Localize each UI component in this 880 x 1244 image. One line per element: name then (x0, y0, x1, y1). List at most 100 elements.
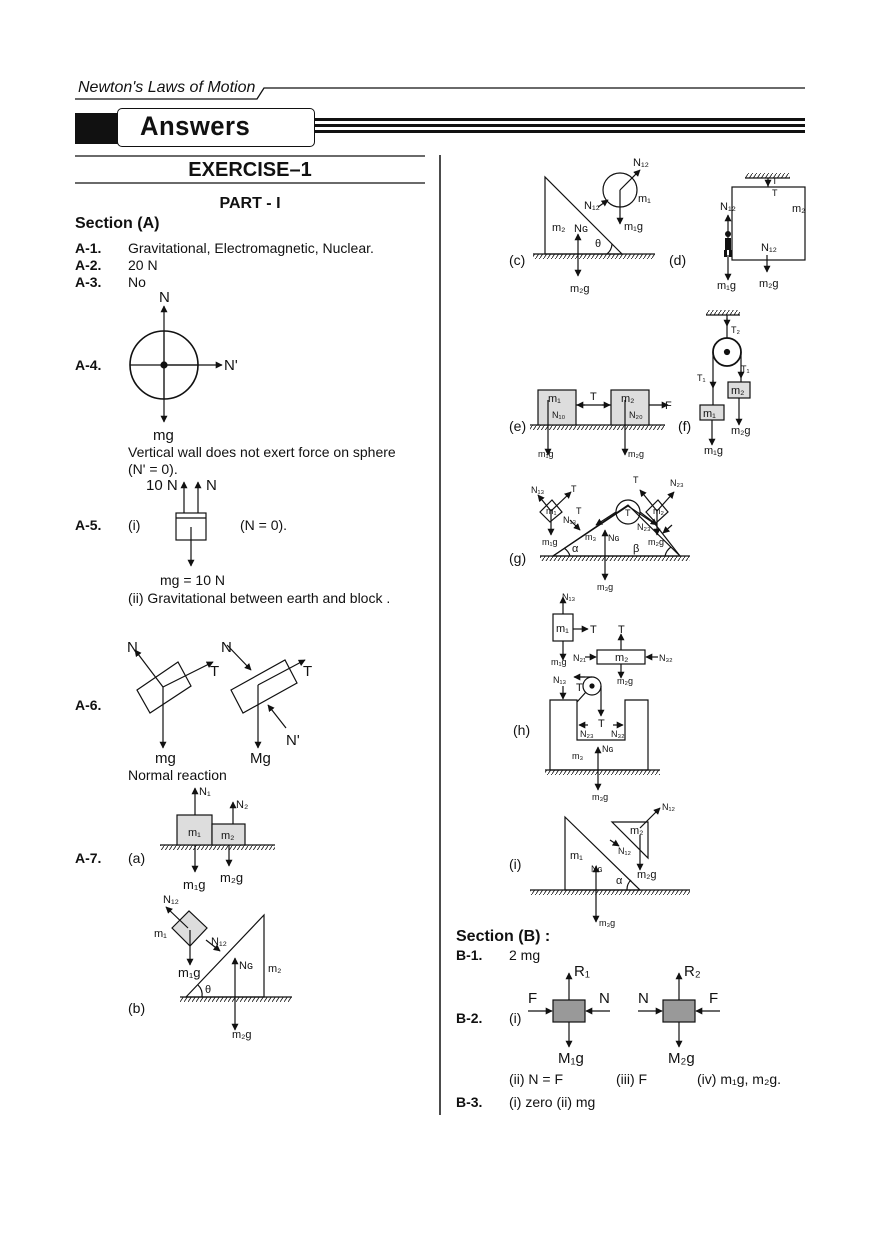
fig-h-mark: m₁g (551, 657, 567, 667)
a3-answer: No (128, 274, 146, 290)
fig-i-mark: m₂g (637, 869, 657, 881)
fig-f-mark: m₂ (731, 385, 744, 397)
fig-a6-label: T (303, 663, 312, 680)
fig-d-mark: T (772, 176, 778, 186)
fig-a7b-label: θ (205, 984, 211, 996)
fig-b2-label: F (709, 990, 718, 1007)
a1-label: A-1. (75, 240, 102, 256)
banner-stripe (314, 118, 805, 121)
b2-part-ii: (ii) N = F (509, 1071, 564, 1087)
fig-c-mark: θ (595, 238, 601, 250)
banner-stripe (314, 124, 805, 127)
a5-part-i: (i) (128, 517, 141, 533)
b2-part-iii: (iii) F (616, 1071, 648, 1087)
fig-h-mark: T (598, 718, 605, 730)
fig-f-label: (f) (678, 418, 692, 434)
fig-d-mark: m₂ (792, 203, 805, 215)
fig-b2-label: F (528, 990, 537, 1007)
fig-d-mark: m₁g (717, 280, 736, 292)
figure-d (724, 173, 806, 281)
fig-a7a-label: m₁ (188, 827, 201, 839)
a7-label: A-7. (75, 850, 102, 866)
fig-g-mark: T (633, 475, 639, 485)
fig-g-mark: m₃g (597, 582, 613, 592)
figure-e (530, 389, 669, 456)
fig-f-mark: T₁ (741, 364, 750, 374)
banner-stripe (314, 130, 805, 133)
fig-a7b-label: N₁₂ (211, 936, 227, 948)
fig-i-mark: m₃g (599, 918, 615, 928)
chapter-underline (75, 87, 805, 100)
fig-f-mark: m₂g (731, 425, 751, 437)
figure-a7a (160, 787, 275, 873)
answers-title: Answers (140, 111, 251, 141)
figure-h (545, 596, 660, 791)
fig-d-mark: T (772, 188, 778, 198)
chapter-title: Newton's Laws of Motion (78, 79, 256, 96)
fig-a4-label: N (159, 289, 170, 306)
fig-h-mark: m₃g (592, 792, 608, 802)
fig-a7b-label: N₁₂ (163, 894, 179, 906)
fig-h-mark: N₂₃ (580, 729, 594, 739)
fig-d-mark: N₁₂ (761, 242, 777, 254)
fig-i-mark: α (616, 875, 623, 887)
fig-a6-label: N (221, 639, 232, 656)
a4-label: A-4. (75, 357, 102, 373)
fig-a4-label: N' (224, 357, 238, 374)
a5-part-ii: (ii) Gravitational between earth and blo… (128, 590, 391, 606)
fig-d-mark: N₁₂ (720, 201, 736, 213)
fig-a7a-label: N₁ (199, 786, 211, 798)
fig-b2-label: R₁ (574, 963, 590, 980)
fig-g-mark: m₁g (542, 537, 558, 547)
fig-c-mark: m₁g (624, 221, 643, 233)
fig-g-mark: T (625, 508, 631, 518)
fig-h-mark: T (618, 624, 625, 636)
fig-h-mark: Nɢ (602, 744, 614, 754)
b3-label: B-3. (456, 1094, 483, 1110)
fig-c-mark: N₁₂ (633, 157, 649, 169)
a4-note-line1: Vertical wall does not exert force on sp… (128, 444, 396, 460)
fig-g-mark: T (571, 484, 577, 494)
part-title: PART - I (219, 195, 281, 212)
figure-c (533, 169, 655, 277)
b3-answer: (i) zero (ii) mg (509, 1094, 596, 1110)
b2-label: B-2. (456, 1010, 483, 1026)
fig-a7a-label: N₂ (236, 799, 248, 811)
fig-i-mark: m₁ (570, 850, 583, 862)
fig-e-mark: m₁g (538, 449, 554, 459)
figure-b2 (528, 972, 720, 1048)
fig-a6-label: N' (286, 732, 300, 749)
fig-a6-label: N (127, 639, 138, 656)
fig-a7b-label: m₂g (232, 1029, 252, 1041)
fig-a7a-label: m₂g (220, 870, 243, 885)
fig-h-mark: m₂g (617, 676, 633, 686)
fig-a7a-label: m₁g (183, 877, 205, 892)
fig-f-mark: T₁ (697, 373, 706, 383)
fig-g-label: (g) (509, 550, 527, 566)
a7-part-a: (a) (128, 850, 146, 866)
fig-b2-label: N (599, 990, 610, 1007)
fig-c-mark: m₂g (570, 283, 590, 295)
fig-g-mark: Nɢ (608, 533, 620, 543)
fig-i-mark: m₂ (630, 825, 643, 837)
fig-d-mark: m₂g (759, 278, 779, 290)
fig-c-mark: Nɢ (574, 223, 588, 235)
fig-e-label: (e) (509, 418, 527, 434)
b2-part-i: (i) (509, 1010, 522, 1026)
fig-h-mark: T (576, 682, 583, 694)
fig-e-mark: T (590, 391, 597, 403)
fig-h-mark: m₃ (572, 751, 583, 761)
fig-h-mark: N₃₂ (659, 653, 673, 663)
fig-h-mark: m₂ (615, 652, 628, 664)
fig-a7b-label: Nɢ (239, 960, 253, 972)
fig-e-mark: m₂g (628, 449, 644, 459)
fig-h-mark: m₁ (556, 623, 569, 635)
fig-i-mark: N₁₂ (662, 802, 676, 812)
fig-a5-label: 10 N (146, 477, 178, 494)
fig-c-mark: m₂ (552, 222, 565, 234)
a2-label: A-2. (75, 257, 102, 273)
fig-i-label: (i) (509, 856, 522, 872)
figure-i (530, 807, 690, 923)
a4-note-line2: (N' = 0). (128, 461, 178, 477)
